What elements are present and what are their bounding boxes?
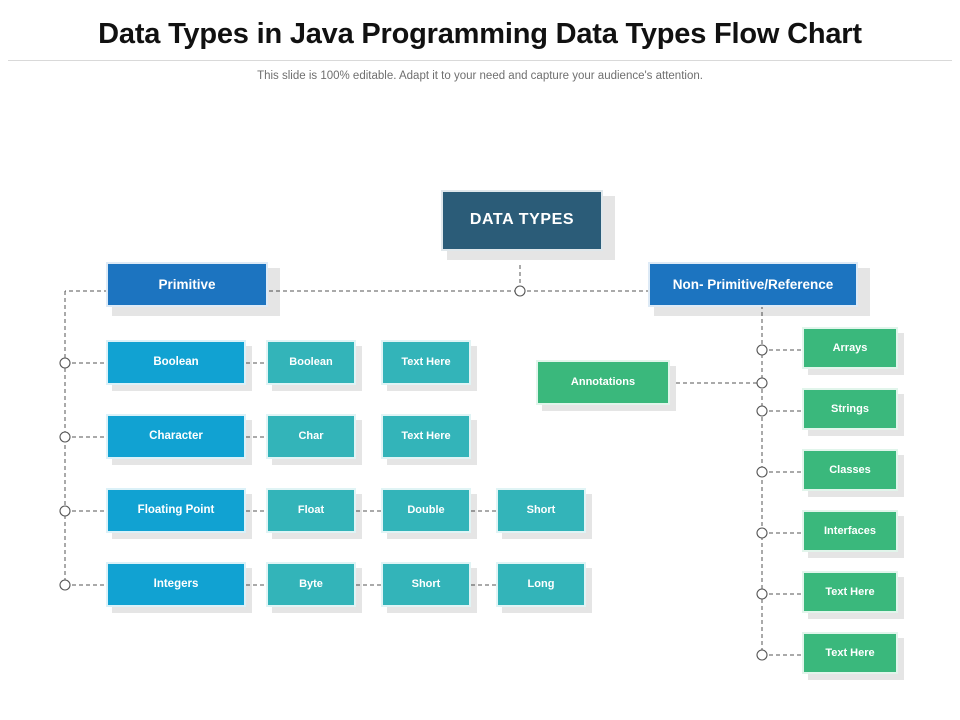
page-subtitle: This slide is 100% editable. Adapt it to… [257,70,703,82]
node-label: Primitive [158,276,216,292]
node-r3-short[interactable]: Short [496,488,586,533]
node-label: Double [407,504,445,517]
node-ref-text-here-2[interactable]: Text Here [802,632,898,674]
page-title: Data Types in Java Programming Data Type… [98,18,862,50]
node-non-primitive-reference[interactable]: Non- Primitive/Reference [648,262,858,307]
node-label: Interfaces [824,524,876,537]
node-ref-text-here-1[interactable]: Text Here [802,571,898,613]
node-label: Classes [829,463,871,476]
connector-lines [59,265,802,661]
slide-header: Data Types in Java Programming Data Type… [0,0,960,95]
node-data-types[interactable]: DATA TYPES [441,190,603,251]
node-r2-text-here[interactable]: Text Here [381,414,471,459]
node-label: Boolean [153,355,199,368]
node-label: Strings [831,402,869,415]
node-classes[interactable]: Classes [802,449,898,491]
node-strings[interactable]: Strings [802,388,898,430]
node-label: Non- Primitive/Reference [672,276,834,292]
node-character-level[interactable]: Character [106,414,246,459]
node-label: Text Here [401,356,451,369]
node-label: Char [298,430,324,443]
node-label: Text Here [401,430,451,443]
node-label: Short [526,504,556,517]
node-r4-long[interactable]: Long [496,562,586,607]
node-label: Long [527,578,555,591]
node-label: DATA TYPES [469,211,575,229]
node-label: Text Here [825,585,875,598]
node-interfaces[interactable]: Interfaces [802,510,898,552]
node-r3-float[interactable]: Float [266,488,356,533]
node-r2-char[interactable]: Char [266,414,356,459]
node-label: Character [149,429,203,442]
node-label: Float [297,504,325,517]
node-annotations[interactable]: Annotations [536,360,670,405]
node-r1-text-here[interactable]: Text Here [381,340,471,385]
node-label: Annotations [570,376,636,389]
node-label: Boolean [289,356,333,369]
node-label: Floating Point [137,503,215,516]
node-primitive[interactable]: Primitive [106,262,268,307]
node-integers-level[interactable]: Integers [106,562,246,607]
node-label: Text Here [825,646,875,659]
node-r4-byte[interactable]: Byte [266,562,356,607]
node-r1-boolean[interactable]: Boolean [266,340,356,385]
node-arrays[interactable]: Arrays [802,327,898,369]
flow-chart-canvas: DATA TYPES Primitive Non- Primitive/Refe… [0,95,960,720]
node-floating-point-level[interactable]: Floating Point [106,488,246,533]
node-label: Integers [153,577,199,590]
node-label: Byte [299,578,323,591]
node-r4-short[interactable]: Short [381,562,471,607]
title-divider [8,60,952,61]
node-label: Short [411,578,441,591]
node-boolean-level[interactable]: Boolean [106,340,246,385]
node-r3-double[interactable]: Double [381,488,471,533]
node-label: Arrays [832,341,868,354]
